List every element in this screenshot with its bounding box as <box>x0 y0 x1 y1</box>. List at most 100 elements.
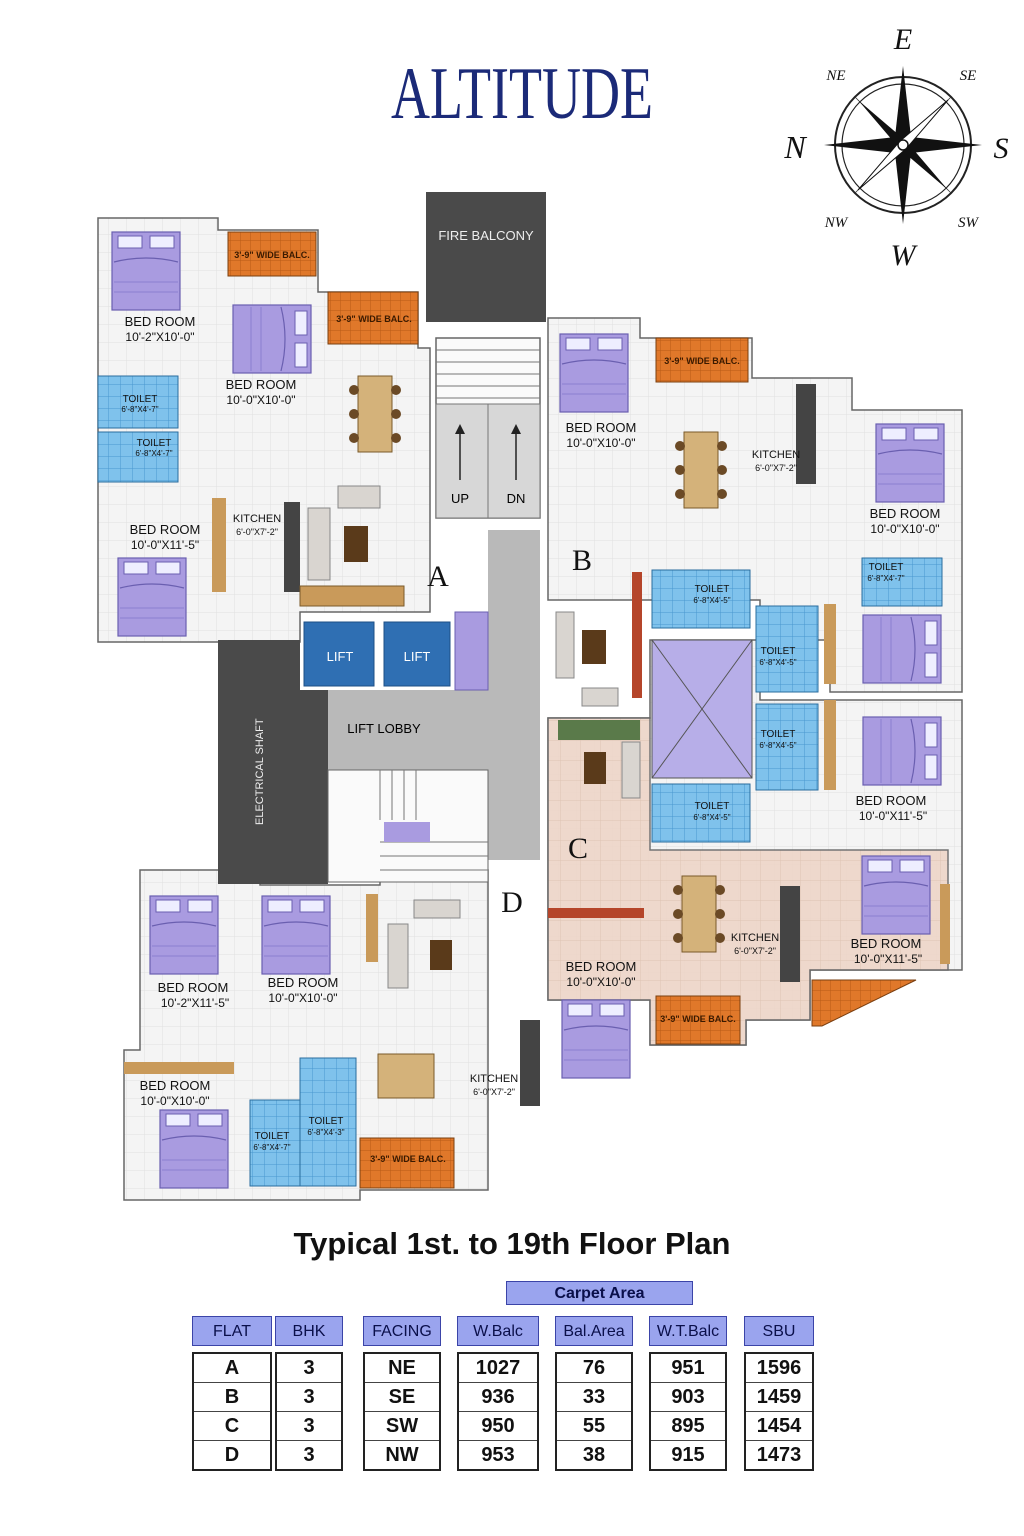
a-toilet1-size: 6'-8"X4'-7" <box>121 405 158 414</box>
table-cell: A <box>194 1354 270 1383</box>
compass-south-label: S <box>994 132 1009 165</box>
table-cell: 951 <box>651 1354 725 1383</box>
table-cell: NE <box>365 1354 439 1383</box>
table-cell: 1473 <box>756 1444 802 1466</box>
a-bed2-name: BED ROOM <box>226 377 297 392</box>
table-header: Bal.Area <box>555 1316 633 1346</box>
d-bed3-size: 10'-0"X10'-0" <box>140 1094 209 1108</box>
table-cell: 38 <box>582 1444 606 1466</box>
fire-balcony-label: FIRE BALCONY <box>438 228 534 243</box>
table-cell: 936 <box>459 1383 537 1412</box>
d-bed1-size: 10'-2"X11'-5" <box>161 996 229 1010</box>
b-balc-label: 3'-9" WIDE BALC. <box>664 356 739 366</box>
table-cell: 3 <box>277 1354 341 1383</box>
electrical-shaft-label: ELECTRICAL SHAFT <box>254 718 266 825</box>
d-bed2-name: BED ROOM <box>268 975 339 990</box>
table-col-facing: FACING NE SE SW NW <box>363 1316 441 1471</box>
table-cell: D <box>224 1444 240 1466</box>
compass-north-label: N <box>783 129 807 165</box>
flat-a-label: A <box>427 560 449 593</box>
c-kitchen-size: 6'-0"X7'-2" <box>734 946 776 956</box>
b-toilet1-size: 6'-8"X4'-5" <box>693 596 730 605</box>
a-bed1-name: BED ROOM <box>125 314 196 329</box>
b-toilet3-size: 6'-8"X4'-5" <box>759 658 796 667</box>
table-cell: 3 <box>277 1412 341 1441</box>
c-bed3-size: 10'-0"X10'-0" <box>566 975 635 989</box>
compass-ne-label: NE <box>825 68 845 84</box>
d-toilet2-size: 6'-8"X4'-3" <box>307 1128 344 1137</box>
d-bed2-size: 10'-0"X10'-0" <box>268 991 337 1005</box>
c-balc-label: 3'-9" WIDE BALC. <box>660 1014 735 1024</box>
table-cell: 915 <box>671 1444 705 1466</box>
d-kitchen-size: 6'-0"X7'-2" <box>473 1087 515 1097</box>
fire-balcony <box>426 192 546 322</box>
table-cell: NW <box>385 1444 419 1466</box>
d-balc-label: 3'-9" WIDE BALC. <box>370 1154 445 1164</box>
table-cell: 1027 <box>459 1354 537 1383</box>
d-kitchen-name: KITCHEN <box>470 1073 518 1085</box>
c-bed2-size: 10'-0"X11'-5" <box>854 952 922 966</box>
stair-down-label: DN <box>507 491 526 506</box>
table-col-bal-area: Bal.Area 76 33 55 38 <box>555 1316 633 1471</box>
table-cell: C <box>194 1412 270 1441</box>
table-cell: 76 <box>557 1354 631 1383</box>
lift-2-label: LIFT <box>404 649 431 664</box>
b-bed1-name: BED ROOM <box>566 420 637 435</box>
a-bed3-name: BED ROOM <box>130 522 201 537</box>
a-kitchen-size: 6'-0"X7'-2" <box>236 527 278 537</box>
balconies <box>227 231 917 1189</box>
table-header: FLAT <box>192 1316 272 1346</box>
table-cell: B <box>194 1383 270 1412</box>
flat-d-label: D <box>501 886 523 919</box>
a-bed1-size: 10'-2"X10'-0" <box>125 330 194 344</box>
d-toilet1-size: 6'-8"X4'-7" <box>253 1143 290 1152</box>
a-kitchen-name: KITCHEN <box>233 513 281 525</box>
table-cell: 895 <box>651 1412 725 1441</box>
compass-nw-label: NW <box>824 215 849 231</box>
c-toilet1-name: TOILET <box>761 729 796 740</box>
floor-plan-title: Typical 1st. to 19th Floor Plan <box>293 1226 731 1261</box>
c-bed2-name: BED ROOM <box>851 936 922 951</box>
d-bed3-name: BED ROOM <box>140 1078 211 1093</box>
c-toilet1-size: 6'-8"X4'-5" <box>759 741 796 750</box>
central-void <box>651 639 753 779</box>
flat-b-label: B <box>572 544 592 577</box>
b-bed2-size: 10'-0"X10'-0" <box>870 522 939 536</box>
table-cell: 55 <box>557 1412 631 1441</box>
a-balc2-label: 3'-9" WIDE BALC. <box>336 314 411 324</box>
c-toilet2-size: 6'-8"X4'-5" <box>693 813 730 822</box>
b-toilet3-name: TOILET <box>761 646 796 657</box>
compass-west-label: W <box>891 239 919 272</box>
furniture <box>124 375 950 1106</box>
table-cell: 950 <box>459 1412 537 1441</box>
b-bed2-name: BED ROOM <box>870 506 941 521</box>
table-cell: 3 <box>303 1444 315 1466</box>
brand-title: ALTITUDE <box>391 53 653 135</box>
compass-se-label: SE <box>960 68 977 84</box>
electrical-shaft <box>218 640 300 884</box>
c-toilet2-name: TOILET <box>695 801 730 812</box>
toilets <box>97 375 943 1187</box>
compass-rose <box>824 66 982 224</box>
table-header: W.Balc <box>457 1316 539 1346</box>
common-corridor <box>300 530 540 860</box>
lift-lobby-label: LIFT LOBBY <box>347 721 421 736</box>
a-bed3-size: 10'-0"X11'-5" <box>131 538 199 552</box>
b-toilet2-name: TOILET <box>869 562 904 573</box>
table-col-w-balc: W.Balc 1027 936 950 953 <box>457 1316 539 1471</box>
table-col-w-t-balc: W.T.Balc 951 903 895 915 <box>649 1316 727 1471</box>
c-bed1-size: 10'-0"X11'-5" <box>859 809 927 823</box>
table-col-bhk: BHK 3 3 3 3 <box>275 1316 343 1471</box>
lift-1-label: LIFT <box>327 649 354 664</box>
table-header: BHK <box>275 1316 343 1346</box>
table-cell: 1596 <box>746 1354 812 1383</box>
c-bed3-name: BED ROOM <box>566 959 637 974</box>
lower-staircase <box>327 769 489 883</box>
staircase <box>435 337 541 519</box>
compass-sw-label: SW <box>958 215 980 231</box>
table-col-flat: FLAT A B C D <box>192 1316 272 1471</box>
b-bed1-size: 10'-0"X10'-0" <box>566 436 635 450</box>
d-toilet2-name: TOILET <box>309 1116 344 1127</box>
table-cell: 1459 <box>746 1383 812 1412</box>
